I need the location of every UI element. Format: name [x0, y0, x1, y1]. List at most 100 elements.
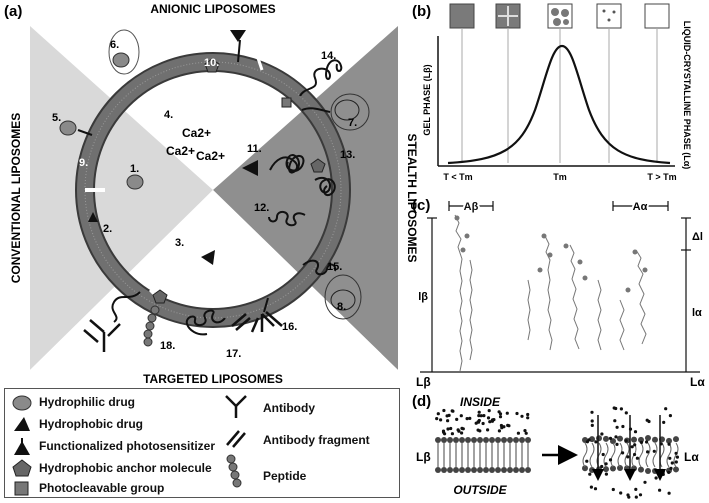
photocleavable-group [281, 97, 292, 108]
number-label: 12. [254, 202, 269, 214]
number-label: 6. [110, 39, 119, 51]
lipid-head [453, 467, 459, 473]
solute-dot [487, 409, 491, 413]
solute-dot [502, 425, 506, 429]
solute-dot [614, 435, 618, 439]
lipid-head [617, 465, 623, 472]
solute-dot [443, 432, 447, 436]
solute-dot [505, 411, 509, 415]
delta-l-label: Δl [692, 231, 703, 243]
lipid-tail [624, 442, 630, 468]
solute-dot [465, 417, 469, 421]
antibody-fragment-icon [226, 430, 246, 448]
number-label: 4. [164, 109, 173, 121]
number-label: 9. [79, 157, 88, 169]
lipid-head [652, 436, 658, 443]
anchor-molecule [310, 158, 326, 173]
stealth-label: STEALTH LIPOSOMES [405, 133, 419, 262]
anchor-molecule [204, 58, 220, 73]
legend-item-anchor: Hydrophobic anchor molecule [39, 461, 212, 475]
solute-dot [439, 418, 443, 422]
targeted-label: TARGETED LIPOSOMES [143, 372, 283, 386]
solute-dot [639, 440, 644, 444]
solute-dot [442, 408, 446, 413]
lipid-tail [603, 442, 609, 468]
lipid-head [501, 467, 507, 473]
solute-dot [634, 495, 638, 499]
calcium-ion: Ca2+ [196, 149, 225, 163]
hydrophilic-drug [59, 120, 77, 136]
panel-label-d: (d) [412, 393, 431, 410]
solute-dot [481, 421, 485, 426]
solute-dot [446, 427, 450, 431]
drug-tether [77, 129, 93, 136]
lipid-tail [638, 442, 644, 468]
lipid-head [489, 437, 495, 443]
component-numbers: 1. 2. 3. 4. 5. 6. 7. 8. 9. 10. 11. 12. 1… [52, 39, 357, 360]
lipid-head [610, 438, 616, 445]
lipid-head [525, 437, 531, 443]
hydrophilic-drug [330, 289, 356, 311]
hydrophobic-drug [88, 212, 98, 222]
hydrophilic-drug [126, 174, 144, 190]
lipid-head [495, 437, 501, 443]
panel-label-b: (b) [412, 3, 431, 20]
solute-dot [477, 410, 481, 414]
solute-dot [450, 409, 454, 413]
solute-dot [490, 419, 494, 423]
solute-dot [670, 461, 674, 465]
lipid-head [435, 437, 441, 443]
solute-dot [498, 412, 503, 416]
solute-dot [593, 487, 598, 491]
lipid-head [617, 435, 623, 442]
lipid-head [483, 437, 489, 443]
solute-dot [594, 440, 598, 444]
lipid-head [477, 467, 483, 473]
solute-dot [613, 419, 617, 423]
solute-dot [524, 431, 528, 435]
square-icon [14, 481, 29, 496]
guide-lines [461, 28, 658, 163]
number-label: 14. [321, 50, 336, 62]
solute-dot [482, 414, 486, 418]
peg-chain [185, 309, 226, 336]
solute-dot [647, 419, 651, 424]
solute-dot [615, 425, 619, 429]
photosensitizer-tether [237, 39, 241, 63]
number-label: 16. [282, 321, 297, 333]
number-label: 17. [226, 348, 241, 360]
number-label: 10. [204, 57, 219, 69]
solute-dot [479, 414, 483, 418]
solute-dot [627, 495, 631, 499]
lipid-head [519, 467, 525, 473]
lipid-head [465, 437, 471, 443]
lipid-head [673, 436, 679, 443]
lipid-head [477, 437, 483, 443]
peg-chain [302, 259, 337, 276]
lipid-tail [610, 442, 616, 468]
legend-item-photosensitizer: Functionalized photosensitizer [39, 439, 216, 453]
ellipse-icon [12, 395, 32, 411]
legend: Hydrophilic drug Hydrophobic drug Functi… [4, 388, 400, 498]
membrane-texture [84, 61, 342, 319]
legend-item-peptide: Peptide [263, 469, 307, 483]
number-label: 11. [247, 143, 262, 155]
solute-dot [619, 491, 623, 495]
solute-dot [468, 416, 472, 420]
lipid-head [459, 437, 465, 443]
antibody-fragment [231, 313, 251, 331]
solute-dot [638, 493, 643, 497]
solute-dot [624, 439, 628, 443]
membrane-gap [256, 57, 264, 71]
peg-chain [268, 211, 306, 227]
heat-capacity-curve [447, 44, 671, 165]
solute-dot [635, 456, 640, 460]
peg-chain [301, 107, 331, 113]
solute-dot [435, 417, 439, 421]
triangle-icon [14, 417, 30, 431]
solute-dot [633, 430, 638, 434]
solute-dot [611, 487, 615, 492]
number-label: 2. [103, 223, 112, 235]
solute-dot [604, 462, 608, 466]
solute-dot [585, 440, 590, 444]
